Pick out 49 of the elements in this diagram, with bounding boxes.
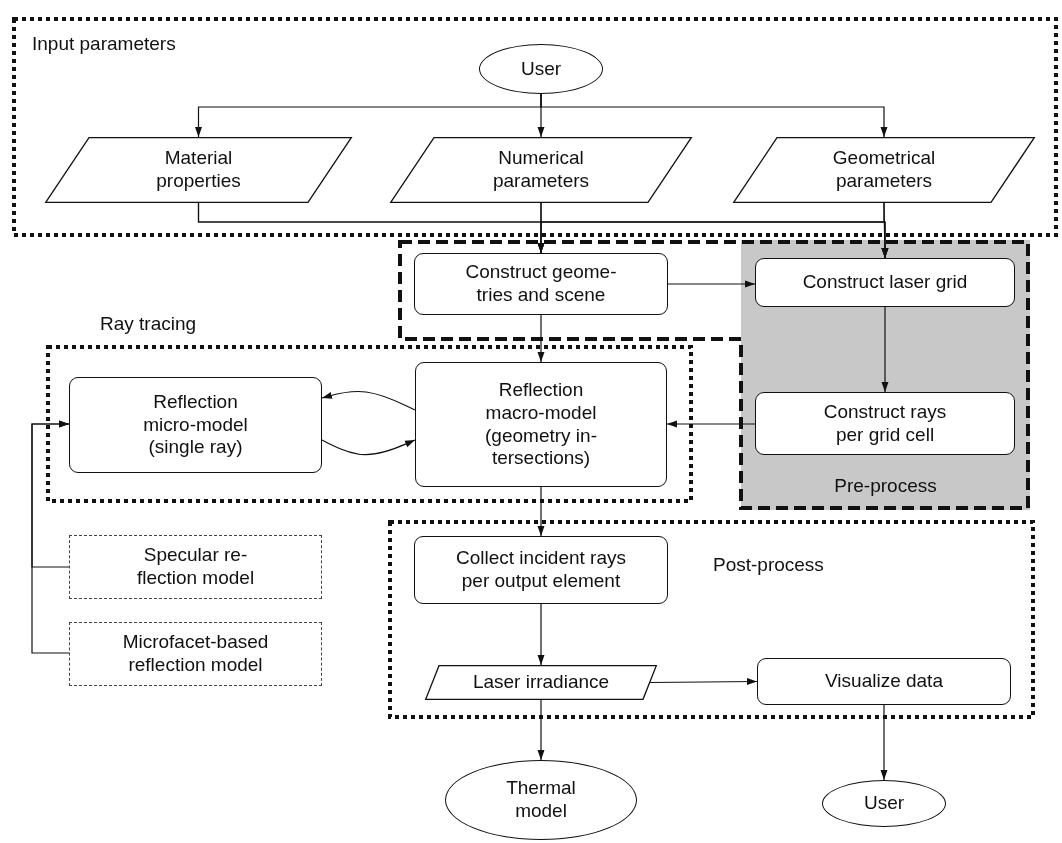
- node-label: User: [863, 792, 905, 815]
- process-box: [69, 377, 322, 473]
- process-box: [415, 362, 667, 487]
- data-parallelogram: [45, 137, 352, 203]
- node-label: Collect incident rays per output element: [455, 547, 627, 593]
- dotted-group-frame: [12, 17, 1058, 237]
- arrow: [31, 420, 70, 654]
- node-label: Specular re- flection model: [135, 544, 256, 590]
- arrow: [667, 280, 756, 288]
- process-box: [755, 392, 1015, 455]
- arrow: [649, 678, 758, 686]
- group-heading: Ray tracing: [100, 313, 197, 335]
- arrow: [537, 699, 545, 761]
- process-box: [414, 536, 668, 604]
- arrow: [880, 704, 888, 781]
- data-parallelogram: [425, 665, 657, 700]
- arrow: [321, 390, 416, 411]
- data-parallelogram: [733, 137, 1035, 203]
- dashed-box: [69, 622, 322, 686]
- arrow: [540, 93, 888, 138]
- dashed-box: [69, 535, 322, 599]
- node-label: Microfacet-based reflection model: [121, 631, 270, 677]
- node-label: Geometrical parameters: [831, 147, 937, 193]
- node-label: Construct laser grid: [802, 271, 968, 294]
- arrow: [537, 486, 545, 537]
- group-heading: Post-process: [713, 554, 824, 576]
- node-label: Laser irradiance: [472, 671, 610, 694]
- node-label: Material properties: [155, 147, 242, 193]
- node-label: Numerical parameters: [491, 147, 591, 193]
- node-label: Visualize data: [825, 670, 943, 693]
- node-label: User: [520, 57, 562, 81]
- arrow: [881, 202, 889, 259]
- data-parallelogram: [390, 137, 692, 203]
- arrow: [537, 314, 545, 363]
- node-label: Thermal model: [505, 777, 577, 823]
- group-heading: Pre-process: [833, 475, 938, 497]
- group-heading: Input parameters: [32, 33, 176, 55]
- process-box: [757, 658, 1011, 705]
- arrow: [321, 439, 416, 456]
- node-label: Construct rays per grid cell: [822, 400, 948, 447]
- node-label: Construct geome- tries and scene: [464, 261, 618, 307]
- dotted-group-frame: [388, 520, 1035, 719]
- node-label: Reflection micro-model (single ray): [142, 390, 249, 460]
- node-label: Reflection macro-model (geometry in- tersections): [484, 378, 598, 471]
- process-box: [755, 258, 1015, 307]
- arrow: [881, 306, 889, 393]
- process-box: [414, 253, 668, 315]
- arrow: [666, 420, 756, 428]
- arrow: [537, 603, 545, 666]
